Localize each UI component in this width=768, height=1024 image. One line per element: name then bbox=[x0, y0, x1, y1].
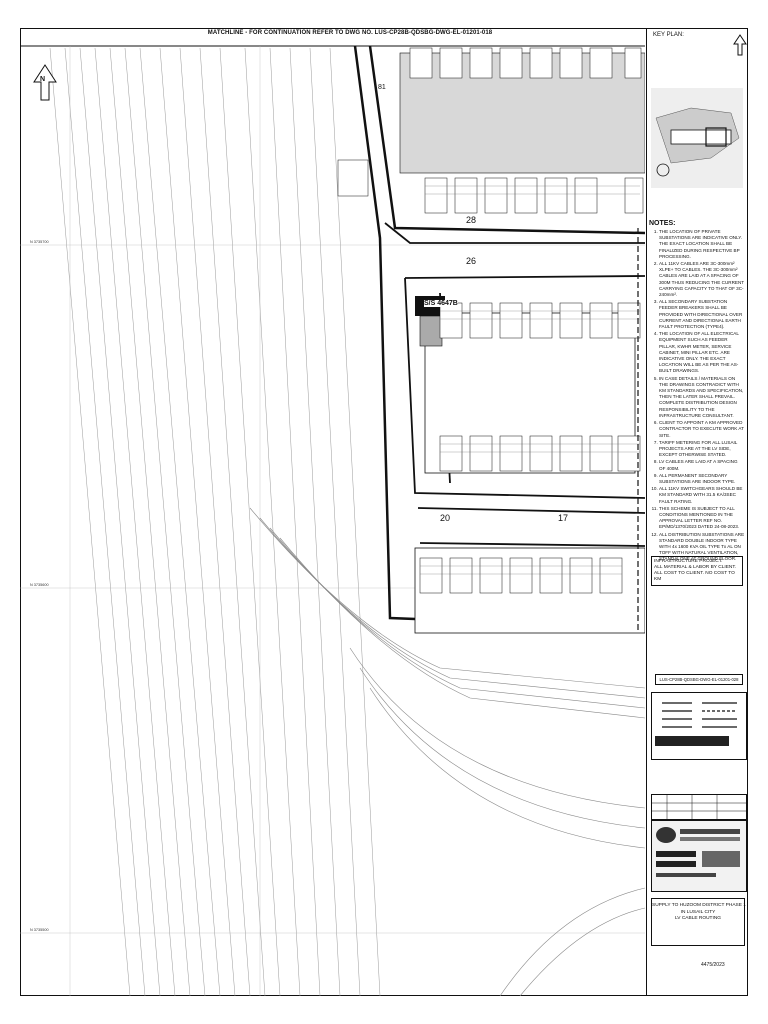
infrastructure-project-box: INFRASTRUCTURE PROJECT: ALL MATERIAL & L… bbox=[651, 556, 743, 586]
drawing-number: LUS-CP28B-QDSBG-DWG-EL-01201-028 bbox=[655, 674, 743, 685]
note-item: CLIENT TO APPOINT A KM APPROVED CONTRACT… bbox=[659, 420, 745, 439]
keyplan-label: KEY PLAN: bbox=[653, 32, 684, 38]
infra-line: ALL MATERIAL & LABOR BY CLIENT. bbox=[654, 565, 737, 570]
note-item: ALL PERMANENT SECONDARY SUBSTATIONS ARE … bbox=[659, 473, 745, 485]
curved-roads bbox=[249, 507, 645, 996]
drawing-sheet-border bbox=[20, 28, 748, 996]
company-logo-block bbox=[651, 820, 747, 892]
title-block-sidebar: KEY PLAN: NOTES: THE LOCATION OF PRIVATE… bbox=[646, 28, 748, 996]
notes-title: NOTES: bbox=[649, 220, 676, 227]
infra-title: INFRASTRUCTURE PROJECT: bbox=[654, 559, 723, 564]
north-label: N bbox=[40, 76, 46, 83]
feeder-boxes bbox=[337, 47, 644, 594]
title-line: SUPPLY TO HUZOOM DISTRICT PHASE 1 bbox=[652, 903, 746, 908]
north-arrow-icon bbox=[33, 64, 57, 101]
note-item: LV CABLES ARE LAID AT A SPACING OF 400M. bbox=[659, 459, 745, 471]
plot-number: 17 bbox=[558, 513, 569, 523]
company-logo-icon bbox=[656, 827, 740, 877]
title-line: LV CABLE ROUTING bbox=[674, 916, 722, 921]
legend-bar bbox=[655, 736, 729, 746]
matchline-label: MATCHLINE - FOR CONTINUATION REFER TO DW… bbox=[207, 30, 493, 36]
plot-number: 26 bbox=[466, 256, 477, 266]
note-item: THE LOCATION OF PRIVATE SUBSTATIONS ARE … bbox=[659, 229, 745, 260]
road-lines bbox=[49, 47, 381, 996]
site-plan-drawing bbox=[20, 45, 645, 996]
note-item: THE LOCATION OF ALL ELECTRICAL EQUIPMENT… bbox=[659, 331, 745, 374]
grid-label: N 3735500 bbox=[30, 928, 49, 932]
drawing-title-block: SUPPLY TO HUZOOM DISTRICT PHASE 1 IN LUS… bbox=[651, 898, 746, 946]
note-item: THIS SCHEME IS SUBJECT TO ALL CONDITIONS… bbox=[659, 506, 745, 531]
legend-box bbox=[651, 692, 747, 760]
plot-number: 20 bbox=[440, 513, 451, 523]
grid-label: N 3735600 bbox=[30, 583, 49, 587]
grid-label: N 3735700 bbox=[30, 240, 49, 244]
title-line: IN LUSAIL CITY bbox=[680, 909, 716, 915]
note-item: ALL 11KV CABLES ARE 3C-300mm² XLPE+ TO C… bbox=[659, 261, 745, 298]
plot-number: 81 bbox=[378, 84, 386, 91]
infra-line: ALL COST TO CLIENT. NO COST TO KM bbox=[654, 571, 735, 582]
note-item: IN CASE DETAILS / MATERIALS ON THE DRAWI… bbox=[659, 376, 745, 419]
revision-table bbox=[651, 794, 747, 820]
keyplan-map bbox=[651, 88, 743, 188]
plot-number: 28 bbox=[466, 215, 477, 225]
sheet-number: 4475/2023 bbox=[701, 962, 725, 968]
notes-section: NOTES: THE LOCATION OF PRIVATE SUBSTATIO… bbox=[649, 220, 745, 564]
substation-label: S/S 4647B bbox=[424, 300, 458, 307]
note-item: ALL SECONDARY SUBSTATION FEEDER BREAKERS… bbox=[659, 299, 745, 330]
note-item: ALL 11KV SWITCHGEARS SHOULD BE KM STANDA… bbox=[659, 486, 745, 505]
note-item: ALL DISTRIBUTION SUBSTATIONS ARE STANDAR… bbox=[659, 532, 745, 563]
north-arrow-icon bbox=[733, 34, 747, 56]
note-item: TARIFF METERING FOR ALL LUSAIL PROJECTS … bbox=[659, 440, 745, 459]
